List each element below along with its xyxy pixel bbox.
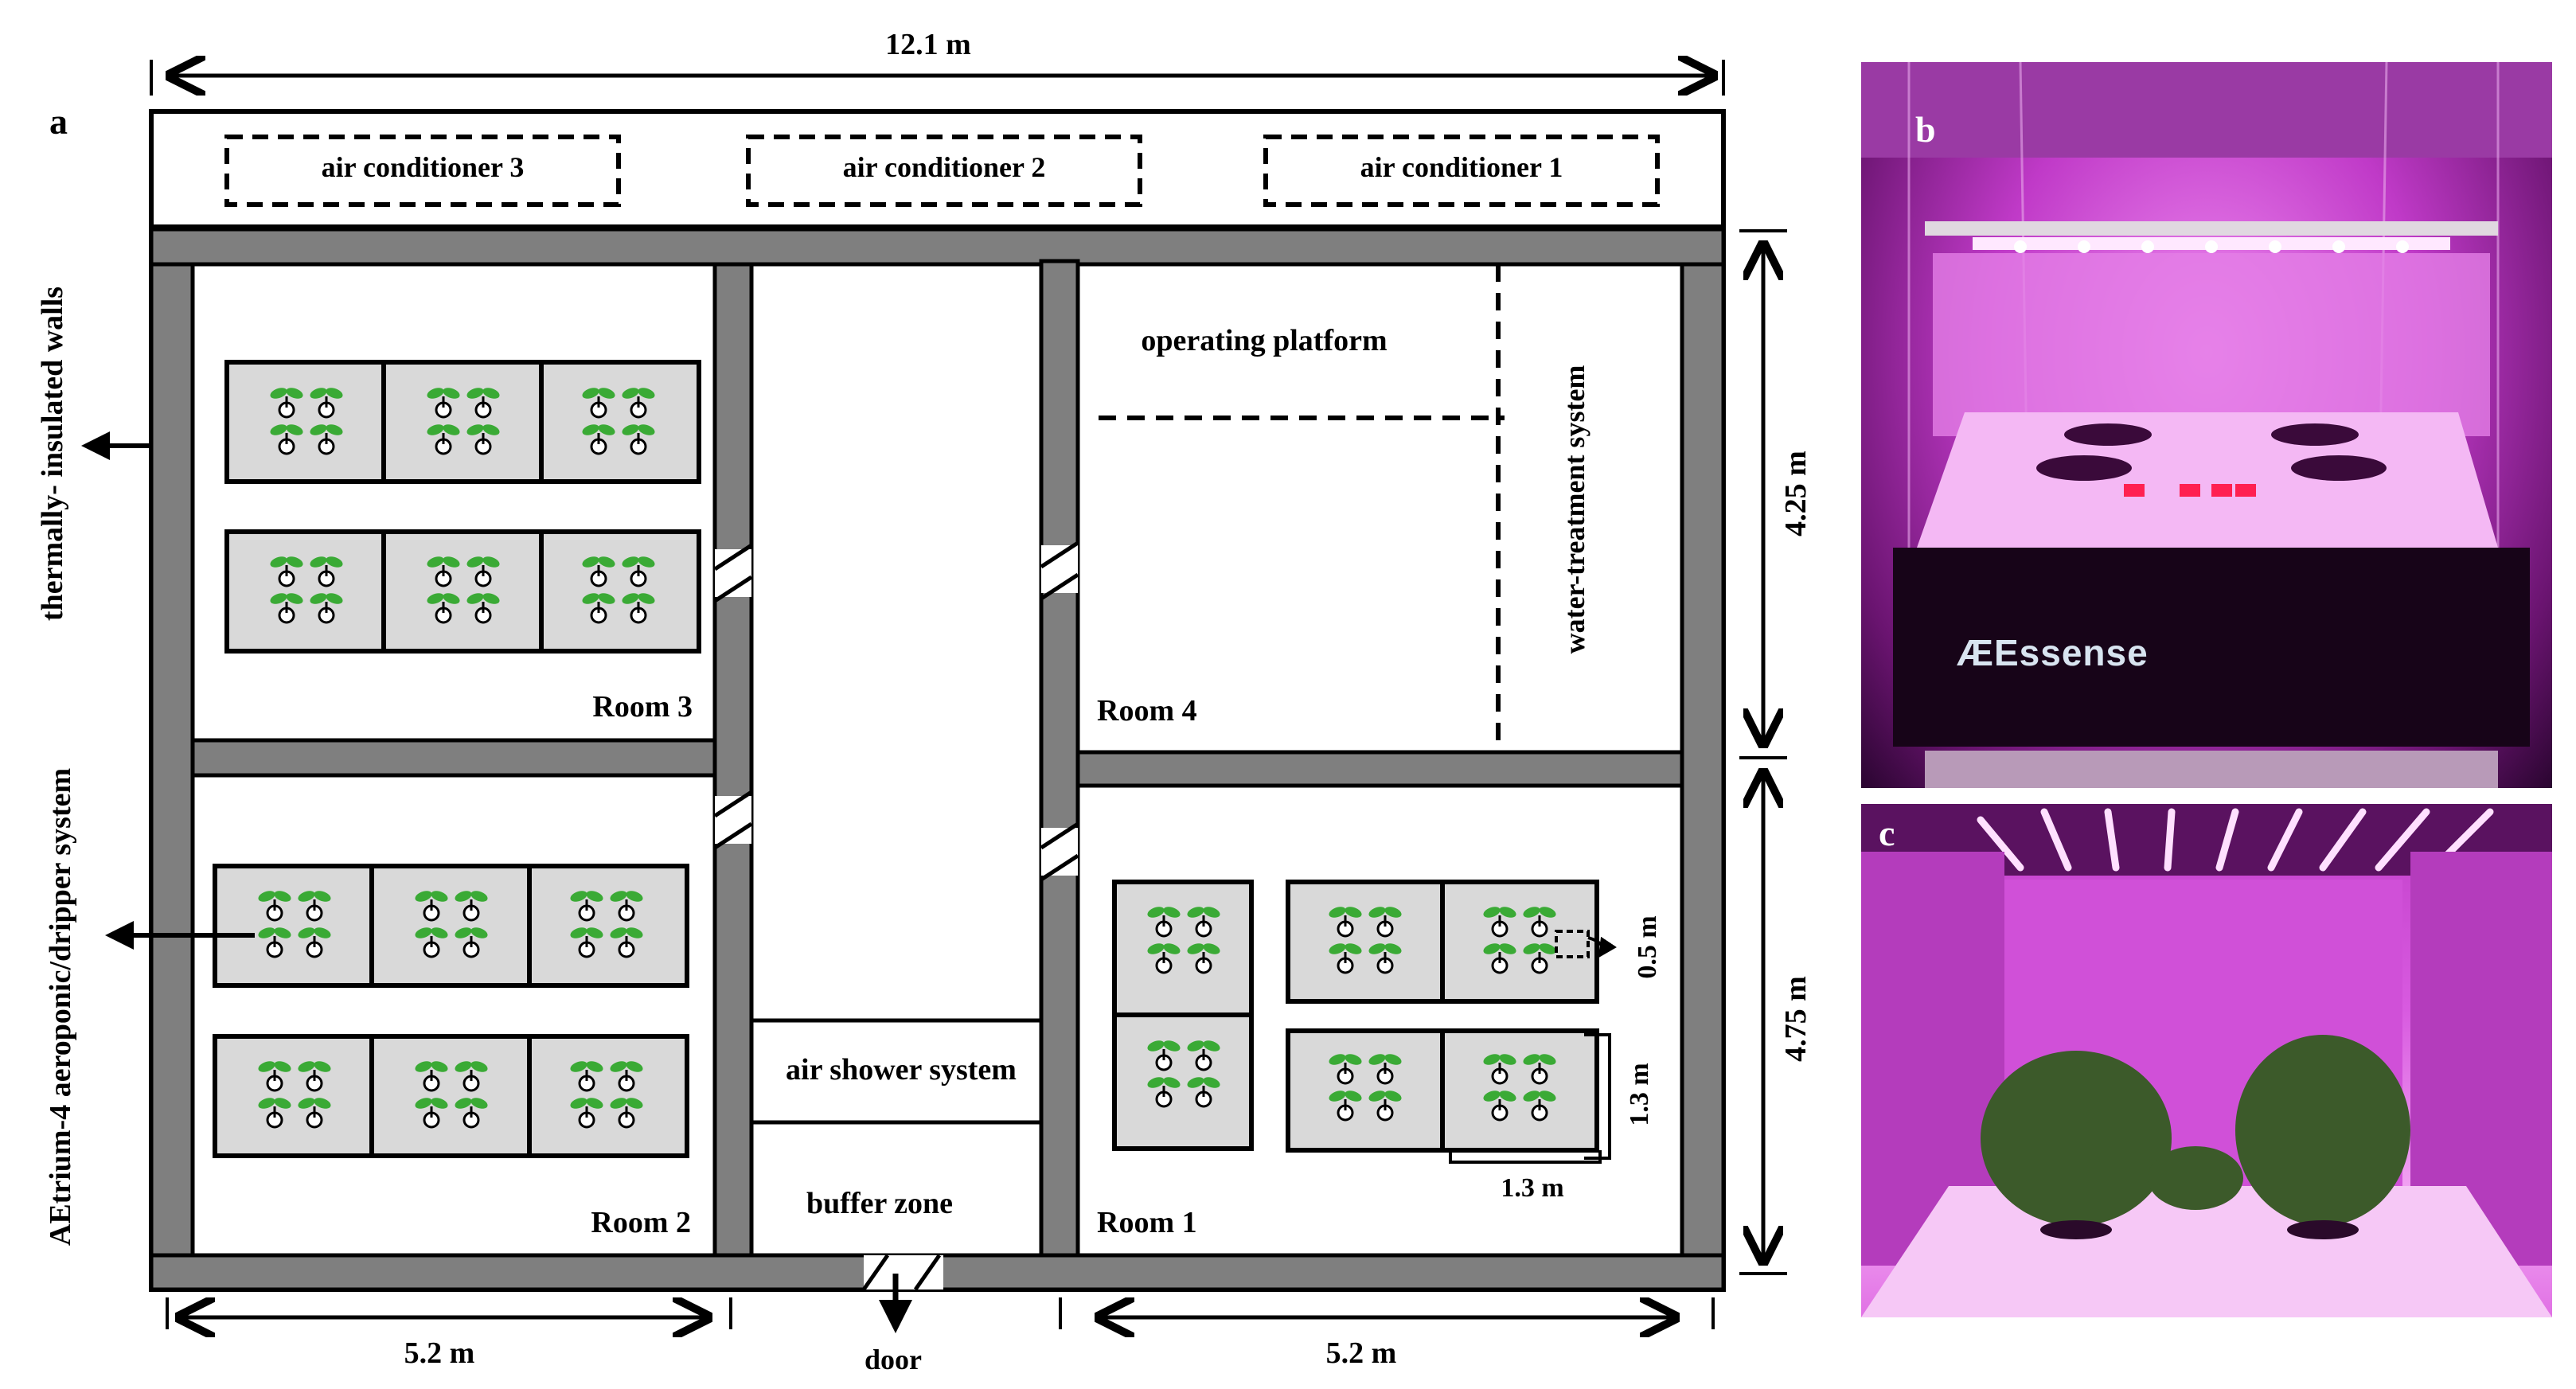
room2-label: Room 2 [591,1206,691,1239]
photo-b-scene [1861,62,2552,788]
bottom-right-dim-label: 5.2 m [1326,1336,1397,1370]
room2-trays [213,864,689,1158]
photo-b: b ÆEssense [1861,62,2552,788]
tray-width-label: 1.3 m [1501,1173,1563,1203]
ac2-label: air conditioner 2 [843,151,1046,183]
panel-letter-c: c [1879,813,1895,853]
bottom-height-label: 4.75 m [1779,976,1813,1062]
walls-label: thermally- insulated walls [36,287,69,621]
room3-label: Room 3 [592,690,693,724]
floor-plan-diagram: 12.1 m a air conditioner 3 air condition… [36,28,1813,1375]
room1-label: Room 1 [1097,1206,1197,1239]
room4-label: Room 4 [1097,694,1197,728]
air-shower-box [749,1018,1044,1125]
bottom-left-dim-label: 5.2 m [404,1336,475,1370]
room3-trays [224,360,701,654]
brand-logo: ÆEssense [1957,632,2149,673]
ac1-label: air conditioner 1 [1360,151,1563,183]
water-treatment-label: water-treatment system [1559,365,1590,654]
tray-height-label: 0.5 m [1633,915,1662,978]
buffer-zone-label: buffer zone [806,1187,953,1220]
aeroponic-label: AEtrium-4 aeroponic/dripper system [44,768,77,1246]
panel-letter-a: a [49,101,68,142]
top-height-label: 4.25 m [1779,451,1813,536]
door-label: door [865,1344,922,1375]
room1-trays [1112,880,1618,1164]
ac3-label: air conditioner 3 [322,151,525,183]
total-width-label: 12.1 m [885,28,971,61]
panel-letter-b: b [1915,109,1936,150]
tray-depth-label: 1.3 m [1625,1063,1654,1126]
air-shower-label: air shower system [786,1053,1017,1087]
photo-c-scene [1861,804,2552,1317]
operating-platform-label: operating platform [1141,324,1387,357]
photo-c: c [1861,804,2552,1317]
